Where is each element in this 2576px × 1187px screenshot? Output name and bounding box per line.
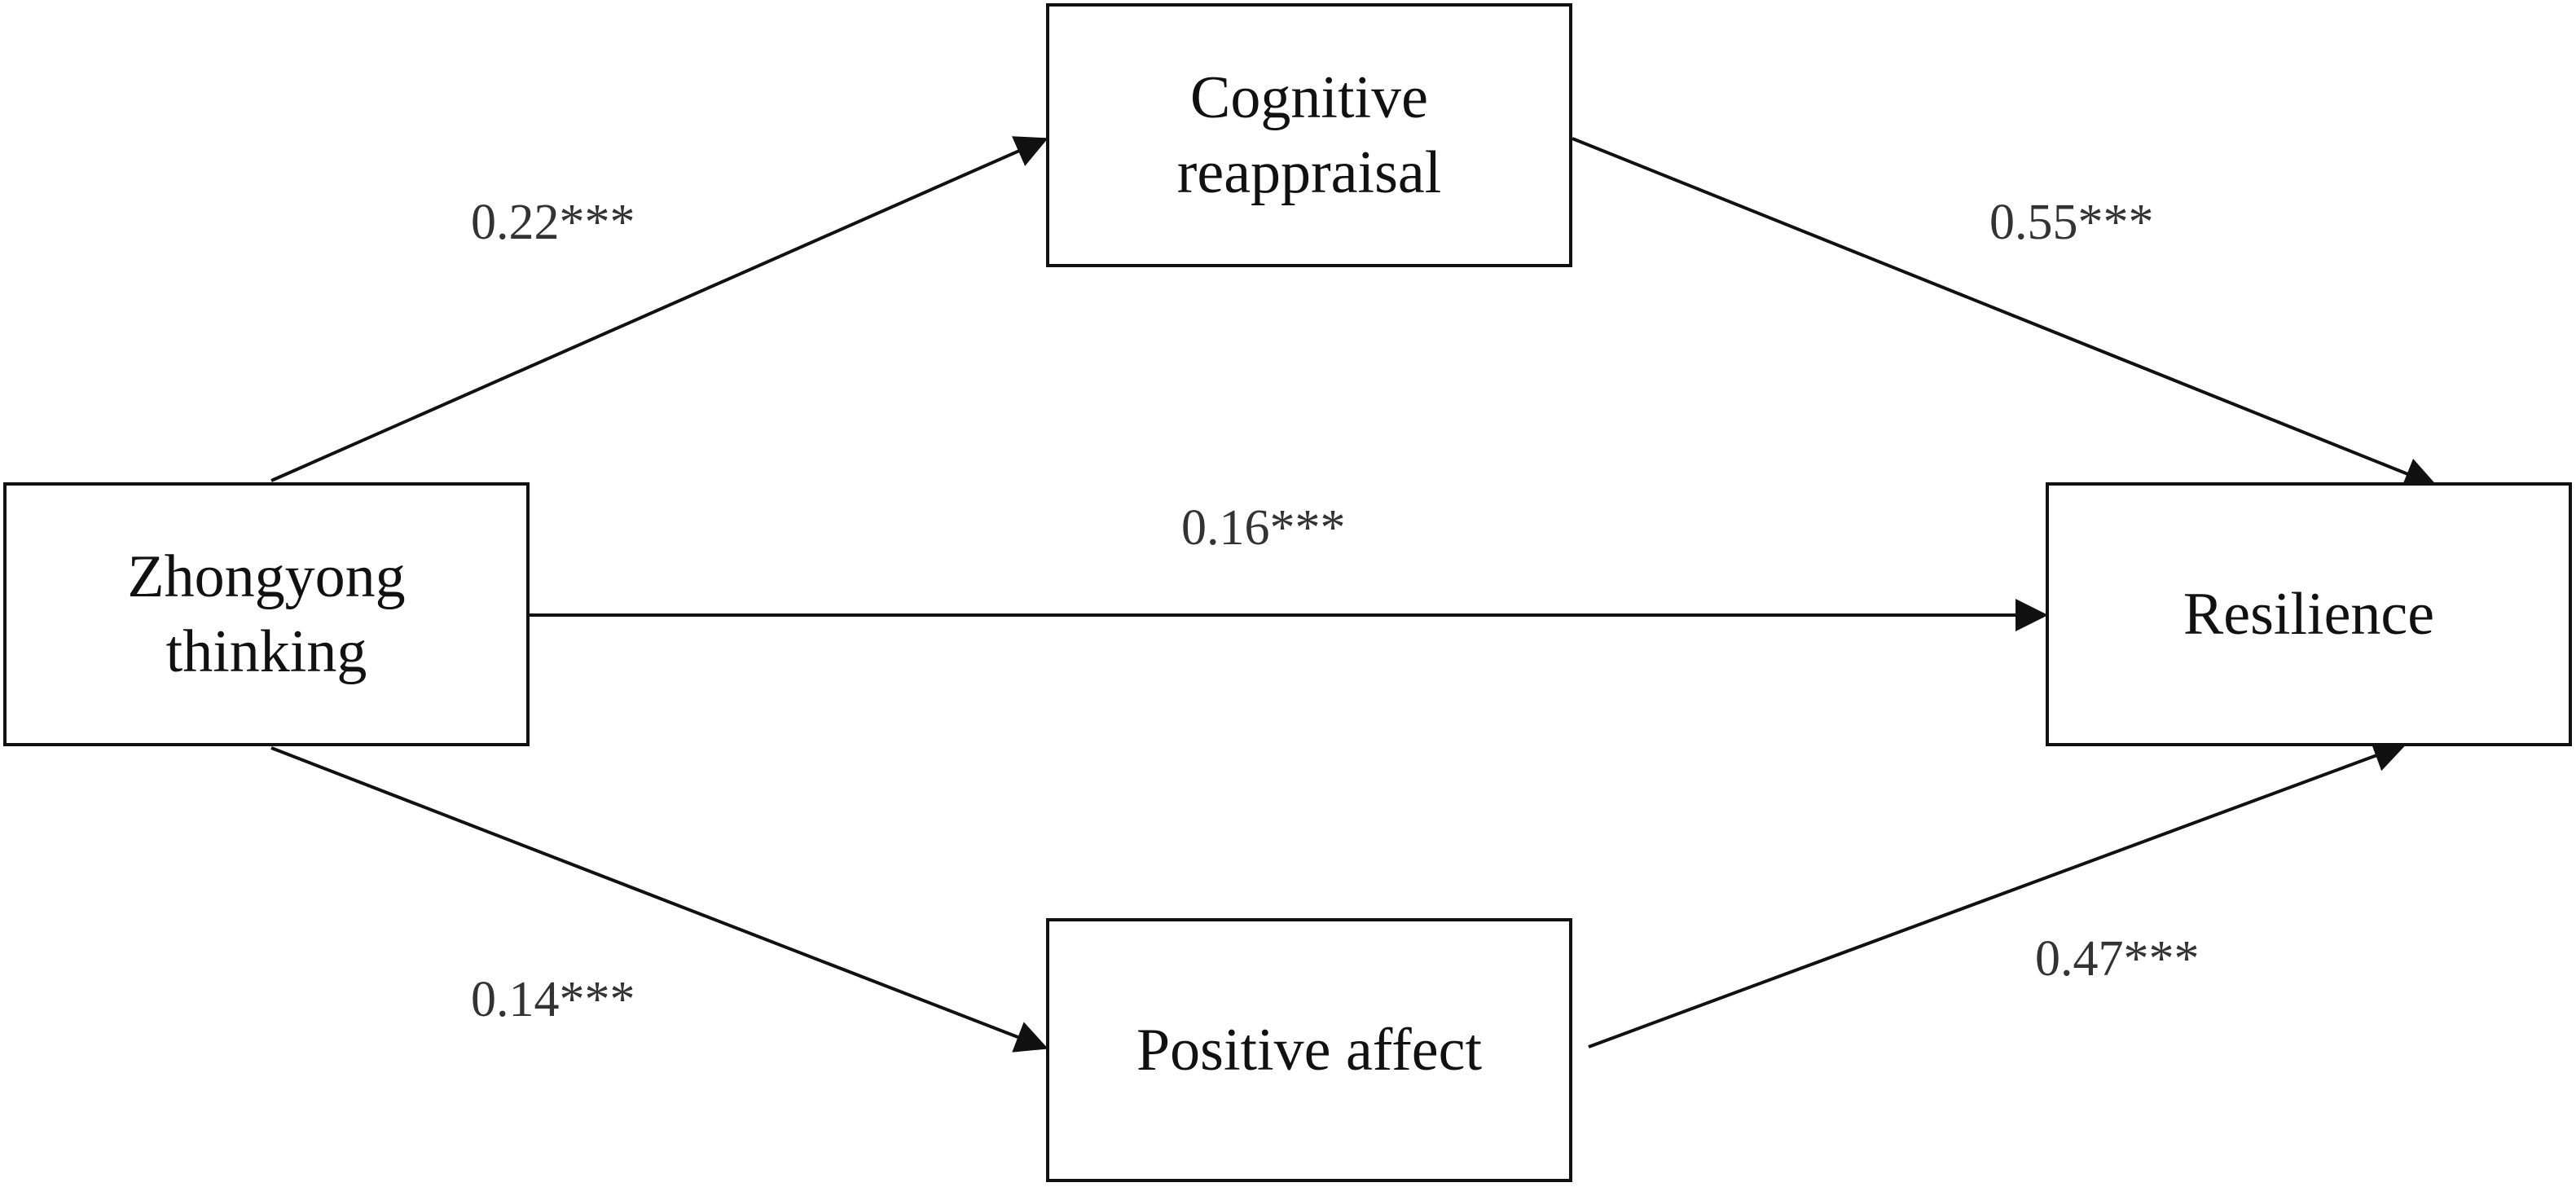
arrow-positive-to-resilience [1588, 740, 2407, 1049]
node-positive-affect: Positive affect [1046, 918, 1572, 1182]
coef-zhongyong-to-cognitive: 0.22*** [471, 195, 635, 250]
arrow-zhongyong-to-positive [270, 746, 1048, 1053]
coef-zhongyong-to-positive: 0.14*** [471, 972, 635, 1027]
coef-zhongyong-to-resilience: 0.16*** [1181, 500, 1346, 556]
node-label: Resilience [2183, 581, 2435, 648]
node-label: Zhongyong thinking [127, 543, 406, 685]
node-resilience: Resilience [2046, 482, 2572, 746]
node-label: Cognitive reappraisal [1176, 64, 1442, 206]
coef-cognitive-to-resilience: 0.55*** [1989, 195, 2154, 250]
node-zhongyong-thinking: Zhongyong thinking [3, 482, 530, 746]
node-label: Positive affect [1136, 1017, 1483, 1084]
arrow-zhongyong-to-cognitive [270, 136, 1048, 482]
node-cognitive-reappraisal: Cognitive reappraisal [1046, 3, 1572, 267]
arrow-cognitive-to-resilience [1572, 137, 2438, 490]
coef-positive-to-resilience: 0.47*** [2035, 931, 2200, 987]
